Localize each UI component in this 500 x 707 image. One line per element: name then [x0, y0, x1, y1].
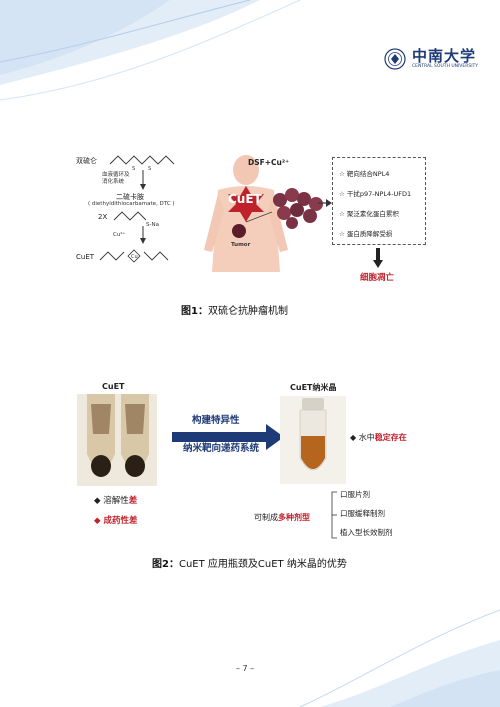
dtc-molecule-structure	[113, 211, 147, 221]
dsf-molecule-structure: S S	[109, 155, 175, 172]
cuet-burst-label: CuET	[228, 192, 262, 206]
apoptosis-label: 细胞凋亡	[360, 273, 395, 283]
figure-1-caption: 图1：双硫仑抗肿瘤机制	[181, 306, 288, 317]
form-oral-sustained: 口服缓释制剂	[340, 509, 385, 518]
right-arrow-icon	[318, 199, 332, 207]
figure-2-caption: 图2：CuET 应用瓶颈及CuET 纳米晶的优势	[152, 559, 347, 570]
dsf-label: 双硫仑	[76, 157, 97, 165]
svg-text:Cu: Cu	[131, 254, 138, 260]
dtc-en-label: ( diethyldithiocarbamate, DTC )	[88, 201, 175, 207]
water-stable-label: ◆ 水中稳定存在	[350, 433, 407, 442]
down-arrow-icon	[140, 226, 146, 244]
page-number: – 7 –	[236, 664, 255, 673]
university-seal-icon	[384, 48, 406, 70]
two-x-label: 2X	[98, 213, 108, 221]
form-implant: 植入型长效制剂	[340, 528, 393, 537]
down-arrow-icon	[140, 170, 146, 190]
connector-line	[245, 211, 273, 223]
metabolism-label: 血液循环及 消化系统	[102, 172, 130, 185]
cuet-tubes-photo	[77, 394, 157, 486]
solubility-label: ◆ 溶解性差	[94, 496, 138, 506]
tumor-label: Tumor	[231, 242, 251, 248]
svg-text:S: S	[132, 166, 135, 172]
dtc-cn-label: 二硫卡胺	[116, 193, 144, 201]
nanocrystal-tube-photo	[280, 396, 346, 484]
sna-label: S-Na	[146, 222, 159, 228]
form-oral-tablet: 口服片剂	[340, 490, 370, 499]
human-body-illustration	[204, 155, 288, 272]
arrow-bottom-label: 纳米靶向递药系统	[183, 443, 260, 454]
mechanism-item-2: ☆ 干扰p97-NPL4-UFD1	[339, 190, 412, 198]
transformation-arrow	[172, 424, 284, 450]
mechanism-item-1: ☆ 靶向结合NPL4	[339, 170, 390, 178]
cuet-label: CuET	[76, 253, 95, 261]
cuet-title: CuET	[102, 382, 125, 391]
mechanism-item-3: ☆ 聚泛素化蛋白累积	[339, 210, 399, 218]
thick-down-arrow-icon	[373, 248, 383, 268]
cuet-nanocrystal-title: CuET纳米晶	[290, 383, 337, 392]
mechanism-item-4: ☆ 蛋白质降解受损	[339, 230, 393, 238]
cuet-molecule-structure: Cu	[99, 249, 169, 263]
arrow-top-label: 构建特异性	[192, 415, 240, 426]
logo-english-name: CENTRAL SOUTH UNIVERSITY	[412, 63, 479, 69]
druggability-label: ◆ 成药性差	[94, 516, 138, 526]
mechanism-list-box: ☆ 靶向结合NPL4 ☆ 干扰p97-NPL4-UFD1 ☆ 聚泛素化蛋白累积 …	[332, 157, 426, 245]
cu-label: Cu²⁺	[113, 232, 126, 238]
university-logo: 中南大学 CENTRAL SOUTH UNIVERSITY	[384, 48, 478, 70]
tumor-dot-icon	[232, 224, 246, 238]
logo-chinese-name: 中南大学	[412, 46, 477, 65]
svg-text:S: S	[148, 166, 151, 172]
dsf-cu-label: DSF+Cu²⁺	[248, 158, 290, 167]
tumor-cells-cluster	[273, 188, 323, 229]
formulation-bracket	[331, 491, 337, 539]
formulation-label: 可制成多种剂型	[254, 513, 310, 522]
